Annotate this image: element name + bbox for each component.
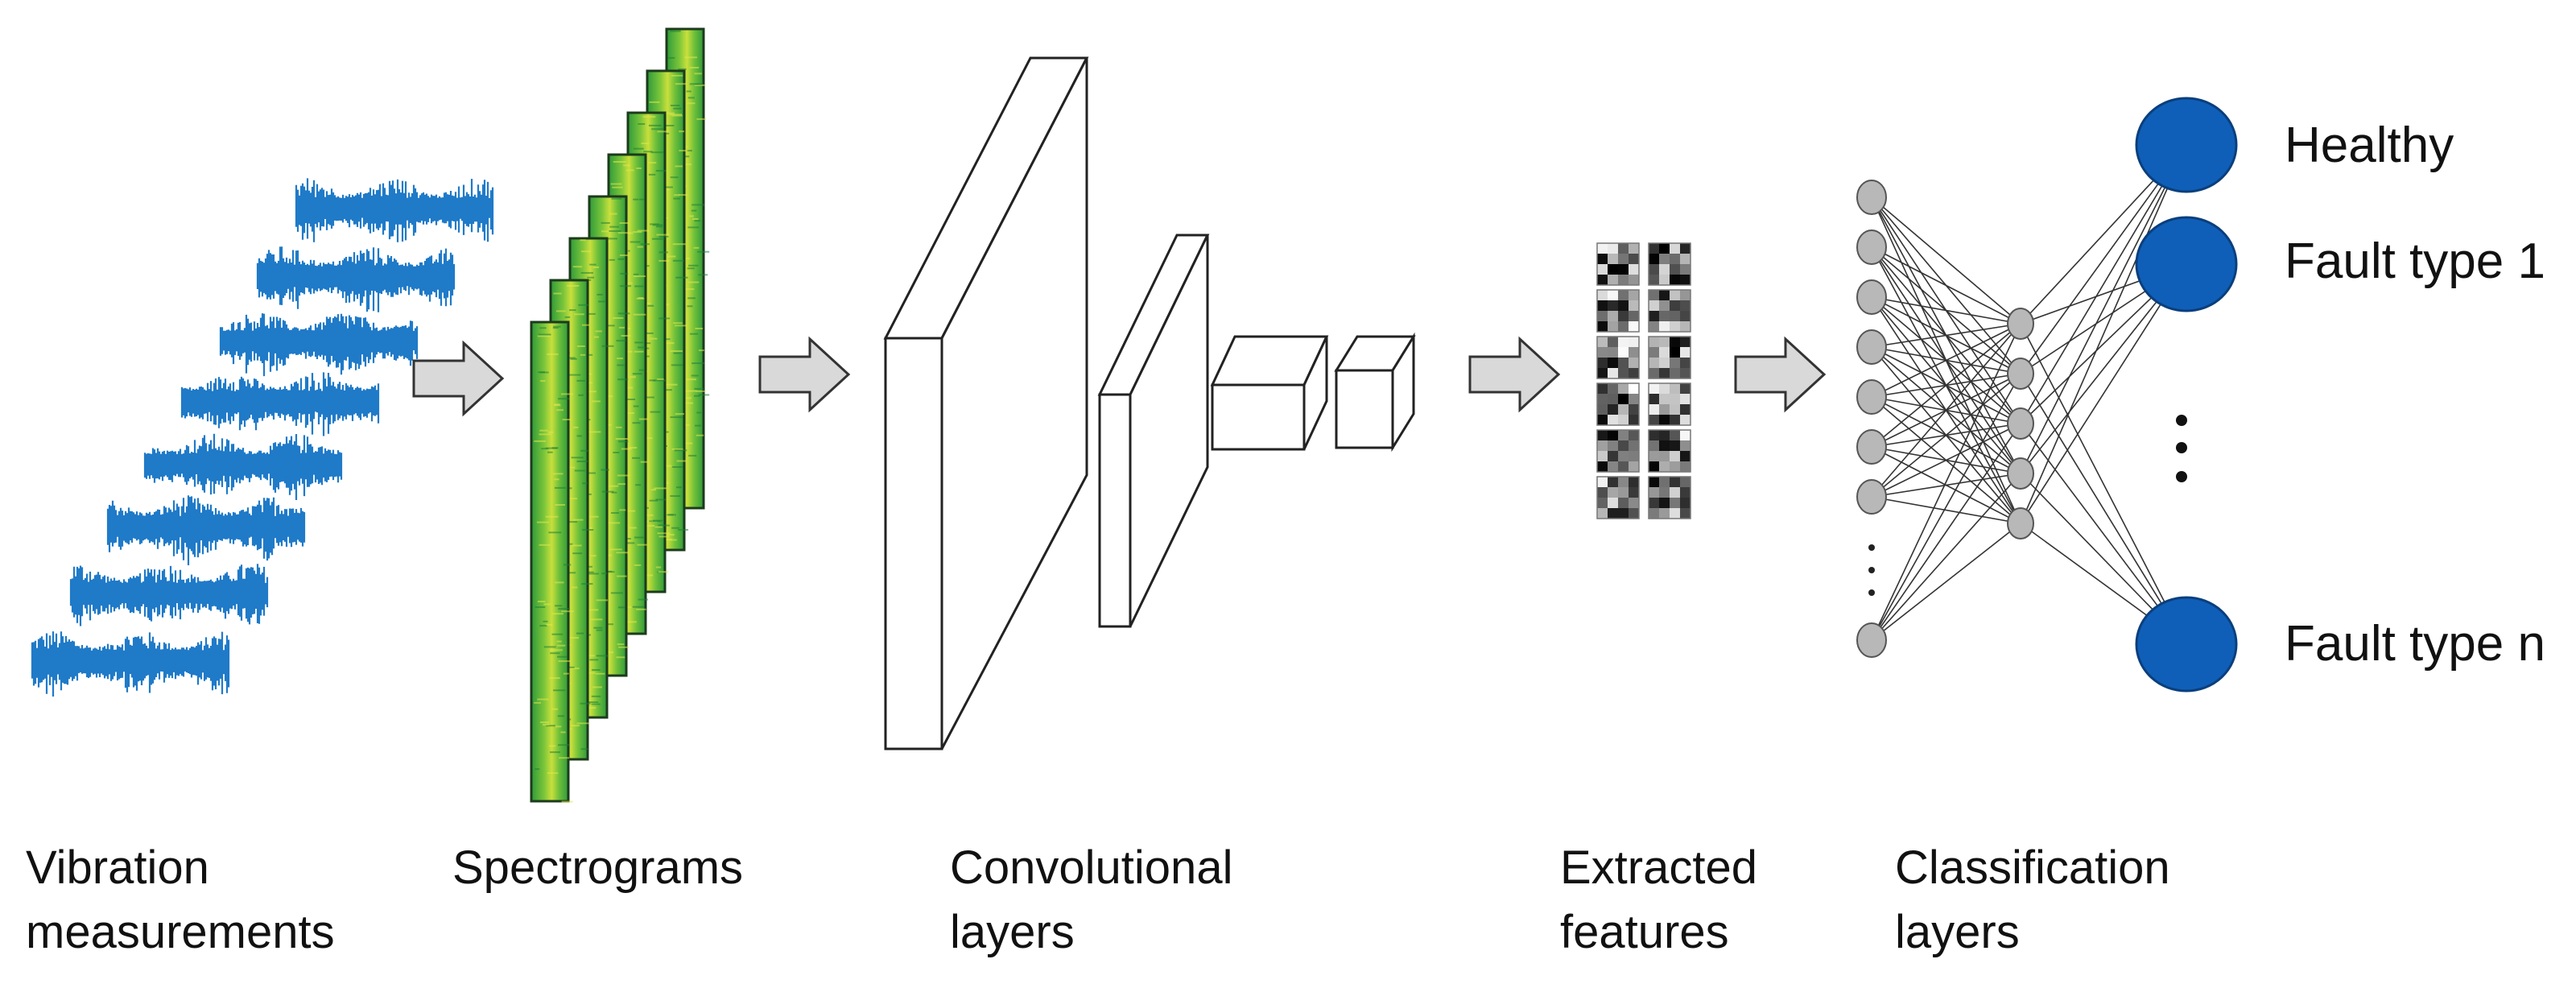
classification-network <box>1856 97 2238 693</box>
feature-map <box>1648 242 1691 286</box>
flow-arrows <box>412 336 1827 417</box>
hidden-node <box>2007 507 2034 540</box>
stage-label-vibration: Vibration measurements <box>26 836 335 965</box>
spectrogram-panel <box>530 320 574 803</box>
input-node <box>1856 479 1887 515</box>
vibration-signal <box>31 631 230 697</box>
feature-map <box>1648 429 1691 473</box>
input-ellipsis-dot <box>1868 567 1875 573</box>
stage-label-line: Convolutional <box>950 841 1233 894</box>
feature-map <box>1596 476 1640 519</box>
input-node <box>1856 229 1887 265</box>
output-node <box>2135 216 2238 312</box>
stage-label-features: Extracted features <box>1560 836 1757 965</box>
feature-map <box>1648 336 1691 379</box>
feature-map <box>1596 289 1640 333</box>
flow-arrow <box>1734 336 1827 413</box>
feature-map <box>1596 382 1640 426</box>
feature-map <box>1648 289 1691 333</box>
stage-label-line: measurements <box>26 906 335 958</box>
conv-layer-2 <box>1097 234 1210 628</box>
stage-label-line: features <box>1560 906 1729 958</box>
stage-label-line: Spectrograms <box>452 841 744 894</box>
feature-map <box>1648 476 1691 519</box>
vibration-signal <box>69 564 269 626</box>
flow-arrow <box>758 336 851 413</box>
vibration-signal <box>256 246 456 312</box>
stage-label-spectrograms: Spectrograms <box>452 836 743 900</box>
stage-label-line: Extracted <box>1560 841 1757 894</box>
input-ellipsis-dot <box>1868 589 1875 596</box>
stage-label-line: Vibration <box>26 841 209 894</box>
stage-label-line: Classification <box>1895 841 2170 894</box>
flow-arrow <box>1468 336 1561 413</box>
input-node <box>1856 279 1887 315</box>
stage-label-convolutional: Convolutional layers <box>950 836 1232 965</box>
output-node <box>2135 596 2238 693</box>
input-node <box>1856 429 1887 465</box>
input-node <box>1856 379 1887 415</box>
hidden-node <box>2007 358 2034 390</box>
network-connections <box>1871 144 2187 645</box>
feature-map <box>1596 242 1640 286</box>
vibration-signals <box>31 178 494 697</box>
conv-layer-4 <box>1334 332 1416 453</box>
output-label-fault-type-1: Fault type 1 <box>2285 234 2545 289</box>
convolutional-layers <box>883 56 1416 750</box>
extracted-feature-maps <box>1596 242 1691 519</box>
input-ellipsis-dot <box>1868 544 1875 551</box>
output-ellipsis <box>2176 415 2187 482</box>
input-node <box>1856 329 1887 365</box>
vibration-signal <box>219 313 419 377</box>
hidden-node <box>2007 407 2034 440</box>
stage-label-line: layers <box>950 906 1075 958</box>
input-node <box>1856 180 1887 215</box>
vibration-signal <box>295 178 494 242</box>
conv-layer-3 <box>1210 335 1329 451</box>
vibration-signal <box>143 433 343 500</box>
hidden-node <box>2007 457 2034 490</box>
feature-map <box>1596 336 1640 379</box>
flow-arrow <box>412 340 505 417</box>
hidden-node <box>2007 308 2034 340</box>
stage-label-classification: Classification layers <box>1895 836 2170 965</box>
spectrogram-stack <box>530 27 710 803</box>
stage-label-line: layers <box>1895 906 2020 958</box>
vibration-signal <box>180 372 380 436</box>
conv-layer-1 <box>883 56 1089 750</box>
output-label-healthy: Healthy <box>2285 118 2454 173</box>
output-label-fault-type-n: Fault type n <box>2285 616 2545 672</box>
output-node <box>2135 97 2238 193</box>
feature-map <box>1596 429 1640 473</box>
input-node <box>1856 622 1887 658</box>
vibration-signal <box>106 495 306 565</box>
feature-map <box>1648 382 1691 426</box>
